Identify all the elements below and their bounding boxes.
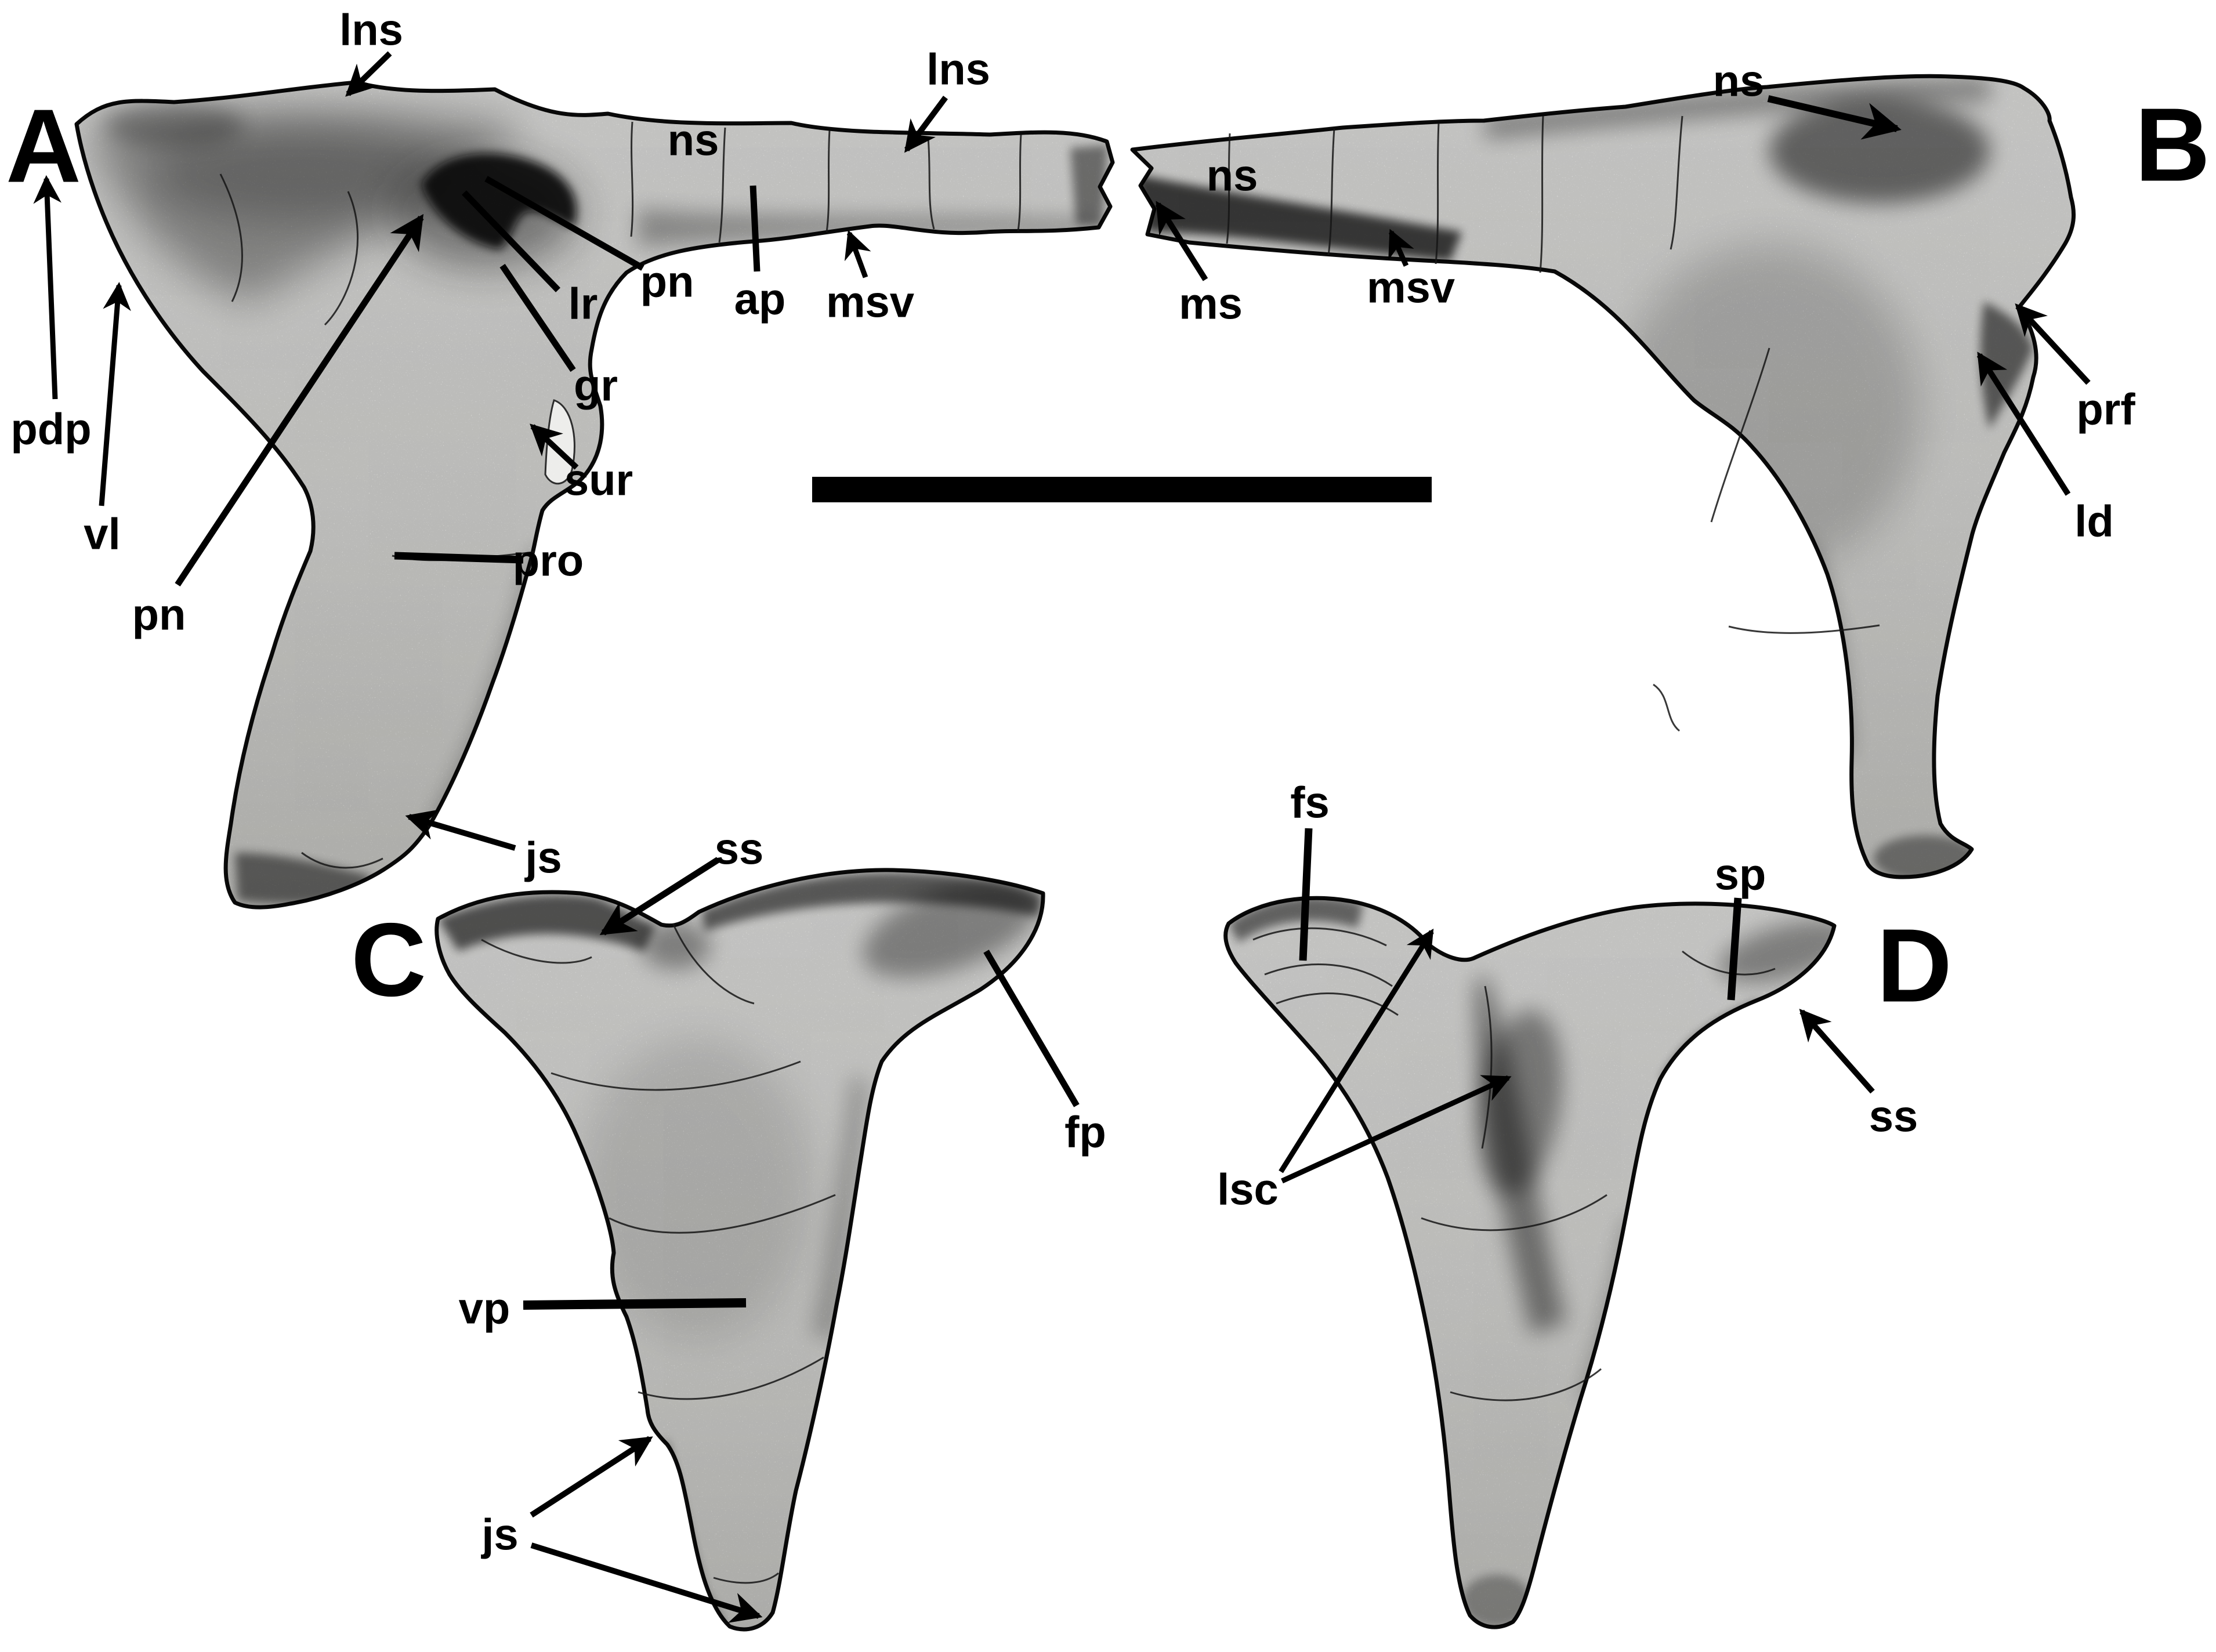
leader-sur <box>530 423 579 470</box>
annotation-labels: A B C D lns ns lns lr pn ap msv ms msv n… <box>6 6 2210 1560</box>
label-pn-upper: pn <box>640 258 694 307</box>
leader-lr <box>462 190 560 292</box>
leader-ss-c <box>599 857 720 936</box>
label-js-c: js <box>480 1510 518 1560</box>
label-ns-a: ns <box>668 116 719 165</box>
label-js-a: js <box>524 834 562 883</box>
panel-letter-a: A <box>6 88 81 205</box>
label-sp: sp <box>1715 850 1766 900</box>
label-lns-mid: lns <box>926 45 990 95</box>
leader-ns-b-top <box>1767 95 1902 140</box>
leader-ss-d <box>1799 1008 1875 1094</box>
label-lr: lr <box>569 280 598 329</box>
label-pdp: pdp <box>10 405 91 454</box>
label-gr: gr <box>574 361 618 411</box>
scale-bar <box>812 477 1432 502</box>
leader-sp <box>1727 897 1742 1001</box>
leader-lsc-2 <box>1281 1075 1512 1184</box>
label-sur: sur <box>564 456 633 505</box>
leader-ms <box>1155 201 1208 281</box>
label-ms: ms <box>1179 280 1243 329</box>
label-ld: ld <box>2074 497 2114 546</box>
panel-letter-c: C <box>351 902 426 1019</box>
label-lsc: lsc <box>1217 1165 1279 1215</box>
leader-lines <box>33 51 2091 1623</box>
leader-js-a <box>405 809 516 851</box>
leader-pn-upper <box>484 176 644 271</box>
leader-lns-mid <box>904 96 948 153</box>
leader-fs <box>1299 828 1313 961</box>
label-lns-a: lns <box>339 6 403 55</box>
label-ap: ap <box>734 275 786 324</box>
leader-js-c-1 <box>530 1436 653 1518</box>
leader-vp <box>523 1298 747 1310</box>
label-ns-b-top: ns <box>1713 57 1765 106</box>
leader-pn-lower <box>175 213 424 587</box>
leader-ap <box>749 185 761 272</box>
leader-prf <box>2015 303 2091 385</box>
leader-gr <box>499 263 576 372</box>
label-msv-b: msv <box>1367 263 1455 313</box>
leader-vl <box>99 281 131 506</box>
label-pn-lower: pn <box>132 590 186 640</box>
panel-letter-b: B <box>2135 87 2210 204</box>
leader-lsc-1 <box>1279 928 1434 1173</box>
label-msv-a: msv <box>826 278 914 327</box>
leader-ld <box>1976 352 2071 496</box>
leader-js-c-2 <box>530 1542 763 1623</box>
leader-lns-a <box>345 51 392 97</box>
panel-letter-d: D <box>1877 908 1952 1024</box>
label-ss-d: ss <box>1869 1092 1918 1142</box>
label-fs: fs <box>1290 778 1330 828</box>
label-ns-b-mid: ns <box>1207 151 1258 201</box>
label-vp: vp <box>459 1284 510 1334</box>
leader-fp <box>983 950 1080 1107</box>
label-ss-c: ss <box>715 825 764 874</box>
label-pro: pro <box>513 537 584 586</box>
label-prf: prf <box>2076 385 2135 434</box>
leader-pro <box>394 552 524 564</box>
leader-pdp <box>33 175 61 400</box>
label-vl: vl <box>84 510 120 559</box>
leader-msv-a <box>844 230 871 278</box>
leader-msv-b <box>1388 229 1414 267</box>
label-fp: fp <box>1064 1108 1106 1157</box>
